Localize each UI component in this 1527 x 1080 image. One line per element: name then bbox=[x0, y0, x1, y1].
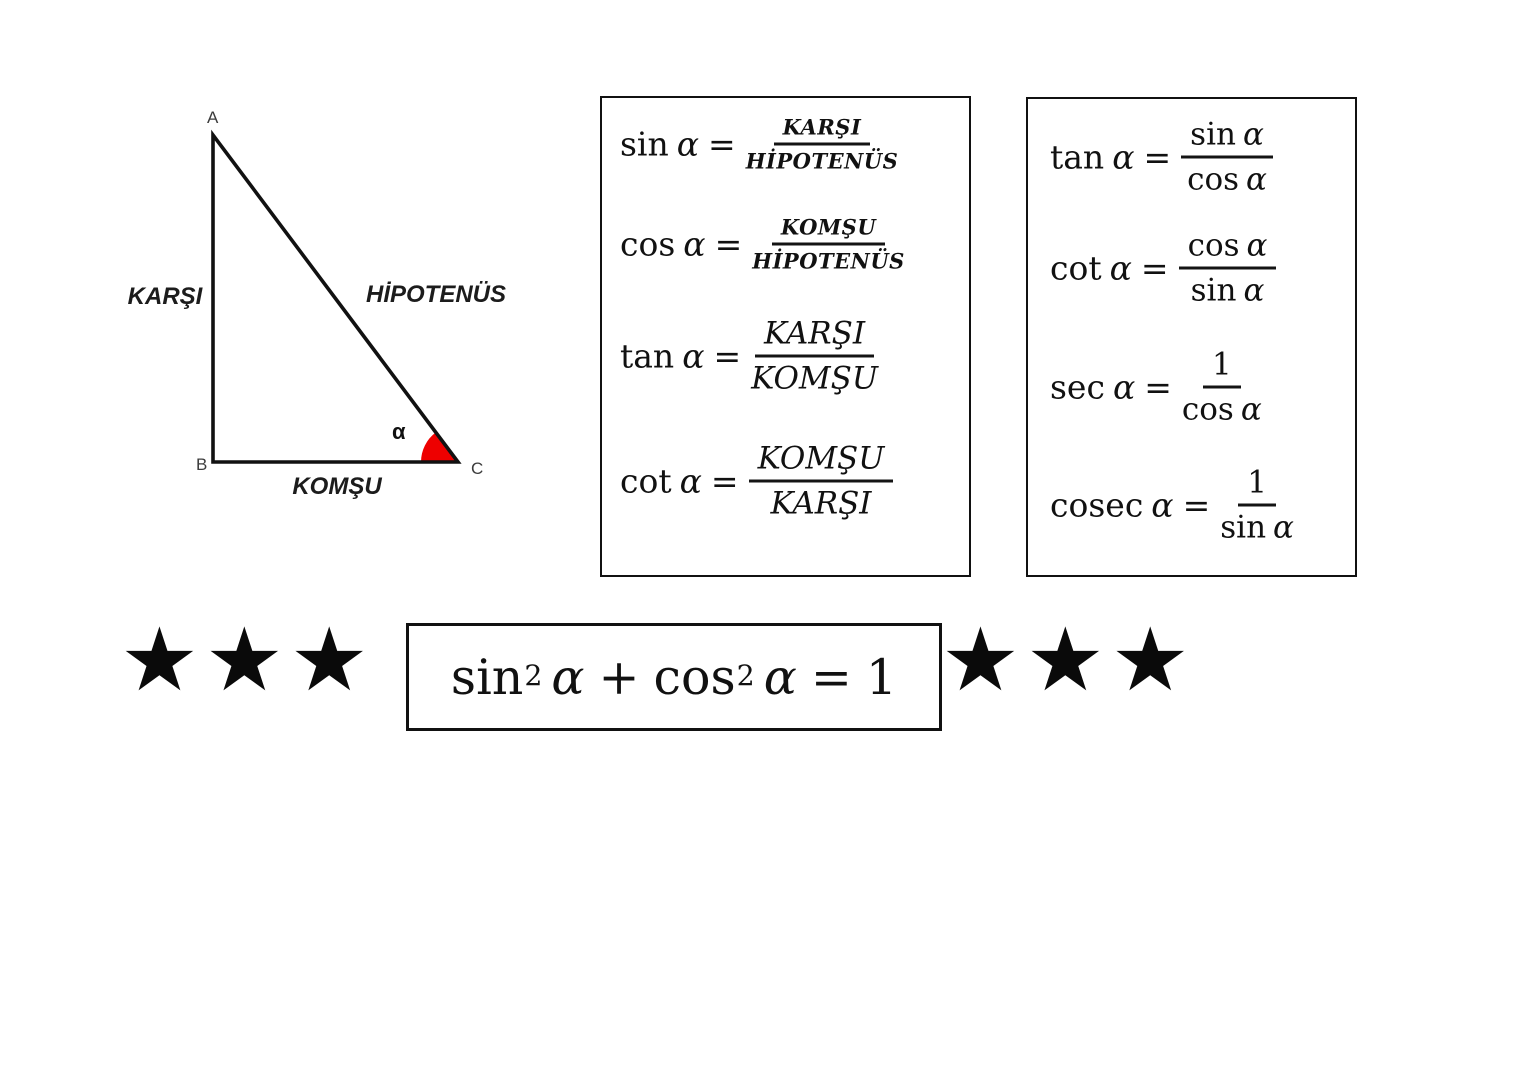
identity-sin: sin bbox=[450, 648, 524, 706]
function-name: cot bbox=[620, 461, 672, 501]
fraction-numerator: 1 bbox=[1202, 347, 1241, 389]
fraction-numerator: 1 bbox=[1238, 465, 1276, 507]
formula-row-tan: tan α = KARŞI KOMŞU bbox=[620, 316, 878, 397]
formula-row-cos: cos α = KOMŞU HİPOTENÜS bbox=[620, 215, 905, 274]
fraction-numerator: KARŞI bbox=[755, 316, 875, 358]
side-label-opposite: KARŞI bbox=[127, 283, 203, 310]
angle-symbol: α bbox=[1109, 248, 1132, 288]
star-icon: ★ bbox=[204, 608, 290, 711]
stars-left-group: ★★★ bbox=[120, 610, 375, 710]
star-icon: ★ bbox=[1110, 608, 1196, 711]
star-icon: ★ bbox=[941, 608, 1026, 711]
angle-arc bbox=[421, 432, 458, 462]
function-name: sin bbox=[620, 124, 669, 164]
angle-label-alpha: α bbox=[392, 419, 406, 444]
fraction: KOMŞU KARŞI bbox=[748, 441, 894, 522]
star-icon: ★ bbox=[1025, 608, 1111, 711]
fraction-numerator: KARŞI bbox=[773, 115, 871, 146]
star-icon: ★ bbox=[120, 608, 205, 711]
fraction: KARŞI KOMŞU bbox=[751, 316, 878, 397]
triangle-drawing bbox=[211, 129, 462, 464]
equals-sign: = bbox=[710, 461, 739, 501]
fraction: KOMŞU HİPOTENÜS bbox=[752, 215, 905, 274]
equals-sign: = bbox=[810, 648, 852, 706]
equals-sign: = bbox=[1140, 248, 1169, 288]
identity-alpha: α bbox=[551, 648, 585, 706]
identity-cos: cos bbox=[653, 648, 736, 706]
angle-symbol: α bbox=[1151, 485, 1174, 525]
identity-exponent: 2 bbox=[736, 659, 755, 693]
vertex-label-a: A bbox=[207, 108, 219, 127]
angle-symbol: α bbox=[1112, 137, 1135, 177]
function-name: cos bbox=[620, 224, 676, 264]
equals-sign: = bbox=[714, 224, 743, 264]
triangle-figure: A B C KARŞI HİPOTENÜS KOMŞU α bbox=[100, 95, 540, 515]
vertex-label-c: C bbox=[471, 459, 484, 478]
function-name: tan bbox=[620, 336, 675, 376]
angle-symbol: α bbox=[676, 124, 700, 164]
angle-symbol: α bbox=[683, 224, 706, 264]
equals-sign: = bbox=[1143, 137, 1172, 177]
stars-right-group: ★★★ bbox=[941, 610, 1196, 710]
side-label-adjacent: KOMŞU bbox=[292, 473, 382, 500]
identity-alpha: α bbox=[763, 648, 797, 706]
function-name: cot bbox=[1050, 248, 1102, 288]
star-icon: ★ bbox=[289, 608, 375, 711]
formula-row-sin: sin α = KARŞI HİPOTENÜS bbox=[620, 115, 898, 174]
fraction-denominator: KARŞI bbox=[770, 485, 872, 522]
angle-symbol: α bbox=[1112, 367, 1136, 407]
vertex-label-b: B bbox=[196, 455, 208, 474]
identity-exponent: 2 bbox=[524, 659, 543, 693]
triangle-outline bbox=[211, 129, 462, 464]
ratio-formulas-box: sin α = KARŞI HİPOTENÜS cos α = KOMŞU Hİ… bbox=[600, 96, 971, 577]
equals-sign: = bbox=[1144, 367, 1172, 407]
equals-sign: = bbox=[708, 124, 736, 164]
fraction-numerator: KOMŞU bbox=[771, 215, 886, 246]
function-name: cosec bbox=[1050, 485, 1144, 525]
side-label-hypotenuse: HİPOTENÜS bbox=[365, 281, 506, 308]
plus-sign: + bbox=[598, 648, 640, 706]
fraction-denominator: KOMŞU bbox=[751, 360, 879, 397]
function-name: tan bbox=[1050, 137, 1105, 177]
equals-sign: = bbox=[1182, 485, 1211, 525]
function-name: sec bbox=[1050, 367, 1105, 407]
angle-symbol: α bbox=[682, 336, 705, 376]
fraction-denominator: HİPOTENÜS bbox=[745, 148, 899, 174]
fraction-numerator: KOMŞU bbox=[748, 441, 894, 483]
fraction-denominator: HİPOTENÜS bbox=[752, 248, 905, 274]
fraction: KARŞI HİPOTENÜS bbox=[746, 115, 899, 174]
identity-result: 1 bbox=[865, 648, 898, 706]
formula-row-cot: cot α = KOMŞU KARŞI bbox=[620, 441, 894, 522]
angle-symbol: α bbox=[679, 461, 702, 501]
equals-sign: = bbox=[713, 336, 742, 376]
